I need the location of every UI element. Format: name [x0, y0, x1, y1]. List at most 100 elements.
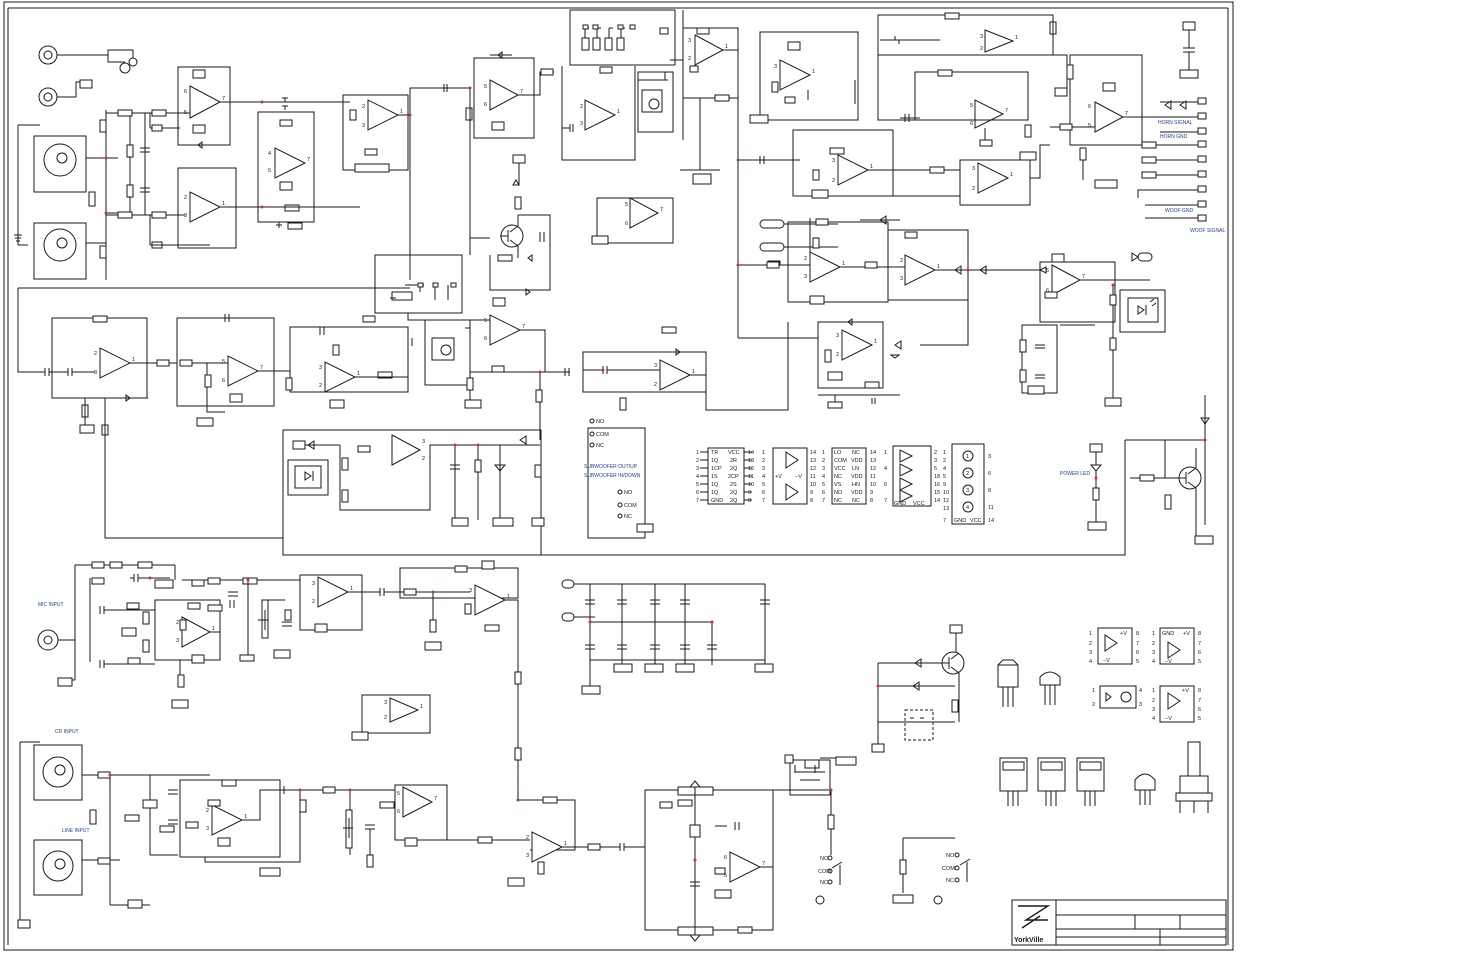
svg-text:12: 12: [943, 498, 949, 504]
subwoofer-out-label: SUBWOOFER OUT/UP: [584, 464, 638, 470]
svg-text:3: 3: [94, 370, 97, 376]
svg-text:7: 7: [260, 365, 263, 371]
svg-text:3: 3: [1139, 702, 1142, 708]
svg-text:5: 5: [484, 84, 487, 90]
svg-text:7: 7: [884, 498, 887, 504]
svg-text:6: 6: [822, 490, 825, 496]
svg-text:3: 3: [900, 276, 903, 282]
svg-text:10: 10: [748, 482, 754, 488]
svg-text:4: 4: [696, 474, 699, 480]
input-section-top-left: [14, 45, 185, 280]
svg-text:7: 7: [307, 157, 310, 163]
svg-text:4: 4: [1139, 688, 1142, 694]
svg-text:6: 6: [884, 482, 887, 488]
junction-dots: [104, 86, 1207, 862]
transistor-q1: [489, 154, 551, 296]
speaker-output-connectors: HORN SIGNAL HORN GND WOOF GND WOOF SIGNA…: [1137, 97, 1226, 234]
ic1-pin6-label: 1Q: [711, 490, 719, 496]
svg-text:8: 8: [1198, 631, 1201, 637]
sw4-com-label: COM: [942, 866, 955, 872]
svg-text:2: 2: [688, 56, 691, 62]
sub-sw1-nc-label: NC: [596, 443, 604, 449]
ic3-pin12-label: LN: [852, 466, 859, 472]
svg-text:7: 7: [822, 498, 825, 504]
ic4-gnd-label: GND: [894, 501, 906, 507]
svg-text:14: 14: [988, 518, 994, 524]
svg-text:3: 3: [422, 439, 425, 445]
ic6-neg-label: −V: [1103, 658, 1110, 664]
subwoofer-in-label: SUBWOOFER IN/DOWN: [584, 473, 641, 479]
svg-text:5: 5: [484, 318, 487, 324]
svg-text:14: 14: [810, 450, 816, 456]
svg-text:5: 5: [762, 482, 765, 488]
svg-text:2: 2: [184, 195, 187, 201]
svg-text:5: 5: [397, 791, 400, 797]
svg-text:3: 3: [206, 826, 209, 832]
cd-input-label: CD INPUT: [55, 729, 79, 735]
svg-text:3: 3: [312, 581, 315, 587]
svg-text:7: 7: [520, 89, 523, 95]
svg-text:5: 5: [1088, 123, 1091, 129]
ic1-pin5-label: 1Q: [711, 482, 719, 488]
ic1-pin1-label: TR: [711, 450, 718, 456]
svg-text:6: 6: [184, 89, 187, 95]
relay-transistor-circuit: [871, 624, 965, 753]
mic-input-section: MIC INPUT 231 321: [37, 560, 522, 800]
svg-text:5: 5: [1046, 268, 1049, 274]
ic1-pin9-label: 2Q: [730, 490, 738, 496]
svg-text:3: 3: [319, 365, 322, 371]
svg-text:1: 1: [357, 371, 360, 377]
svg-text:4: 4: [1089, 659, 1092, 665]
svg-text:2: 2: [696, 458, 699, 464]
ic3-pin11-label: VDD: [851, 474, 863, 480]
svg-text:3: 3: [774, 64, 777, 70]
sw3-no-label: NO: [820, 856, 829, 862]
svg-text:1: 1: [350, 586, 353, 592]
svg-text:6: 6: [988, 471, 991, 477]
svg-text:12: 12: [748, 466, 754, 472]
svg-text:5: 5: [625, 202, 628, 208]
svg-text:3: 3: [822, 466, 825, 472]
svg-text:4: 4: [1152, 659, 1155, 665]
svg-text:7: 7: [1005, 108, 1008, 114]
svg-text:3: 3: [762, 466, 765, 472]
svg-text:7: 7: [1125, 111, 1128, 117]
woof-gnd-label: WOOF GND: [1165, 208, 1193, 214]
sheet-border: [3, 1, 1234, 951]
svg-text:2: 2: [312, 599, 315, 605]
svg-text:6: 6: [397, 809, 400, 815]
svg-text:1: 1: [1152, 688, 1155, 694]
svg-text:3: 3: [980, 34, 983, 40]
opamp-u3: 457: [257, 97, 360, 230]
ic3-pin14-label: NC: [852, 450, 860, 456]
ic1-pin11-label: 2CP: [728, 474, 739, 480]
svg-text:3: 3: [1152, 650, 1155, 656]
svg-text:7: 7: [762, 498, 765, 504]
svg-text:1: 1: [692, 369, 695, 375]
svg-text:6: 6: [696, 490, 699, 496]
svg-text:10: 10: [870, 482, 876, 488]
svg-text:5: 5: [970, 103, 973, 109]
svg-text:1: 1: [937, 264, 940, 270]
ic1-pin2-label: 1Q: [711, 458, 719, 464]
horn-gnd-label: HORN GND: [1160, 134, 1188, 140]
svg-text:3: 3: [469, 588, 472, 594]
svg-text:3: 3: [184, 213, 187, 219]
svg-text:3: 3: [966, 488, 969, 494]
mic-input-label: MIC INPUT: [38, 602, 64, 608]
ic3-pin1-label: LO: [834, 450, 842, 456]
svg-text:2: 2: [206, 808, 209, 814]
svg-text:2: 2: [580, 104, 583, 110]
sw4-no-label: NO: [946, 853, 955, 859]
svg-text:1: 1: [884, 450, 887, 456]
svg-text:3: 3: [696, 466, 699, 472]
svg-text:11: 11: [748, 474, 754, 480]
line-input-label: LINE INPUT: [62, 828, 90, 834]
svg-text:2: 2: [832, 178, 835, 184]
svg-text:5: 5: [1198, 659, 1201, 665]
svg-text:2: 2: [362, 104, 365, 110]
